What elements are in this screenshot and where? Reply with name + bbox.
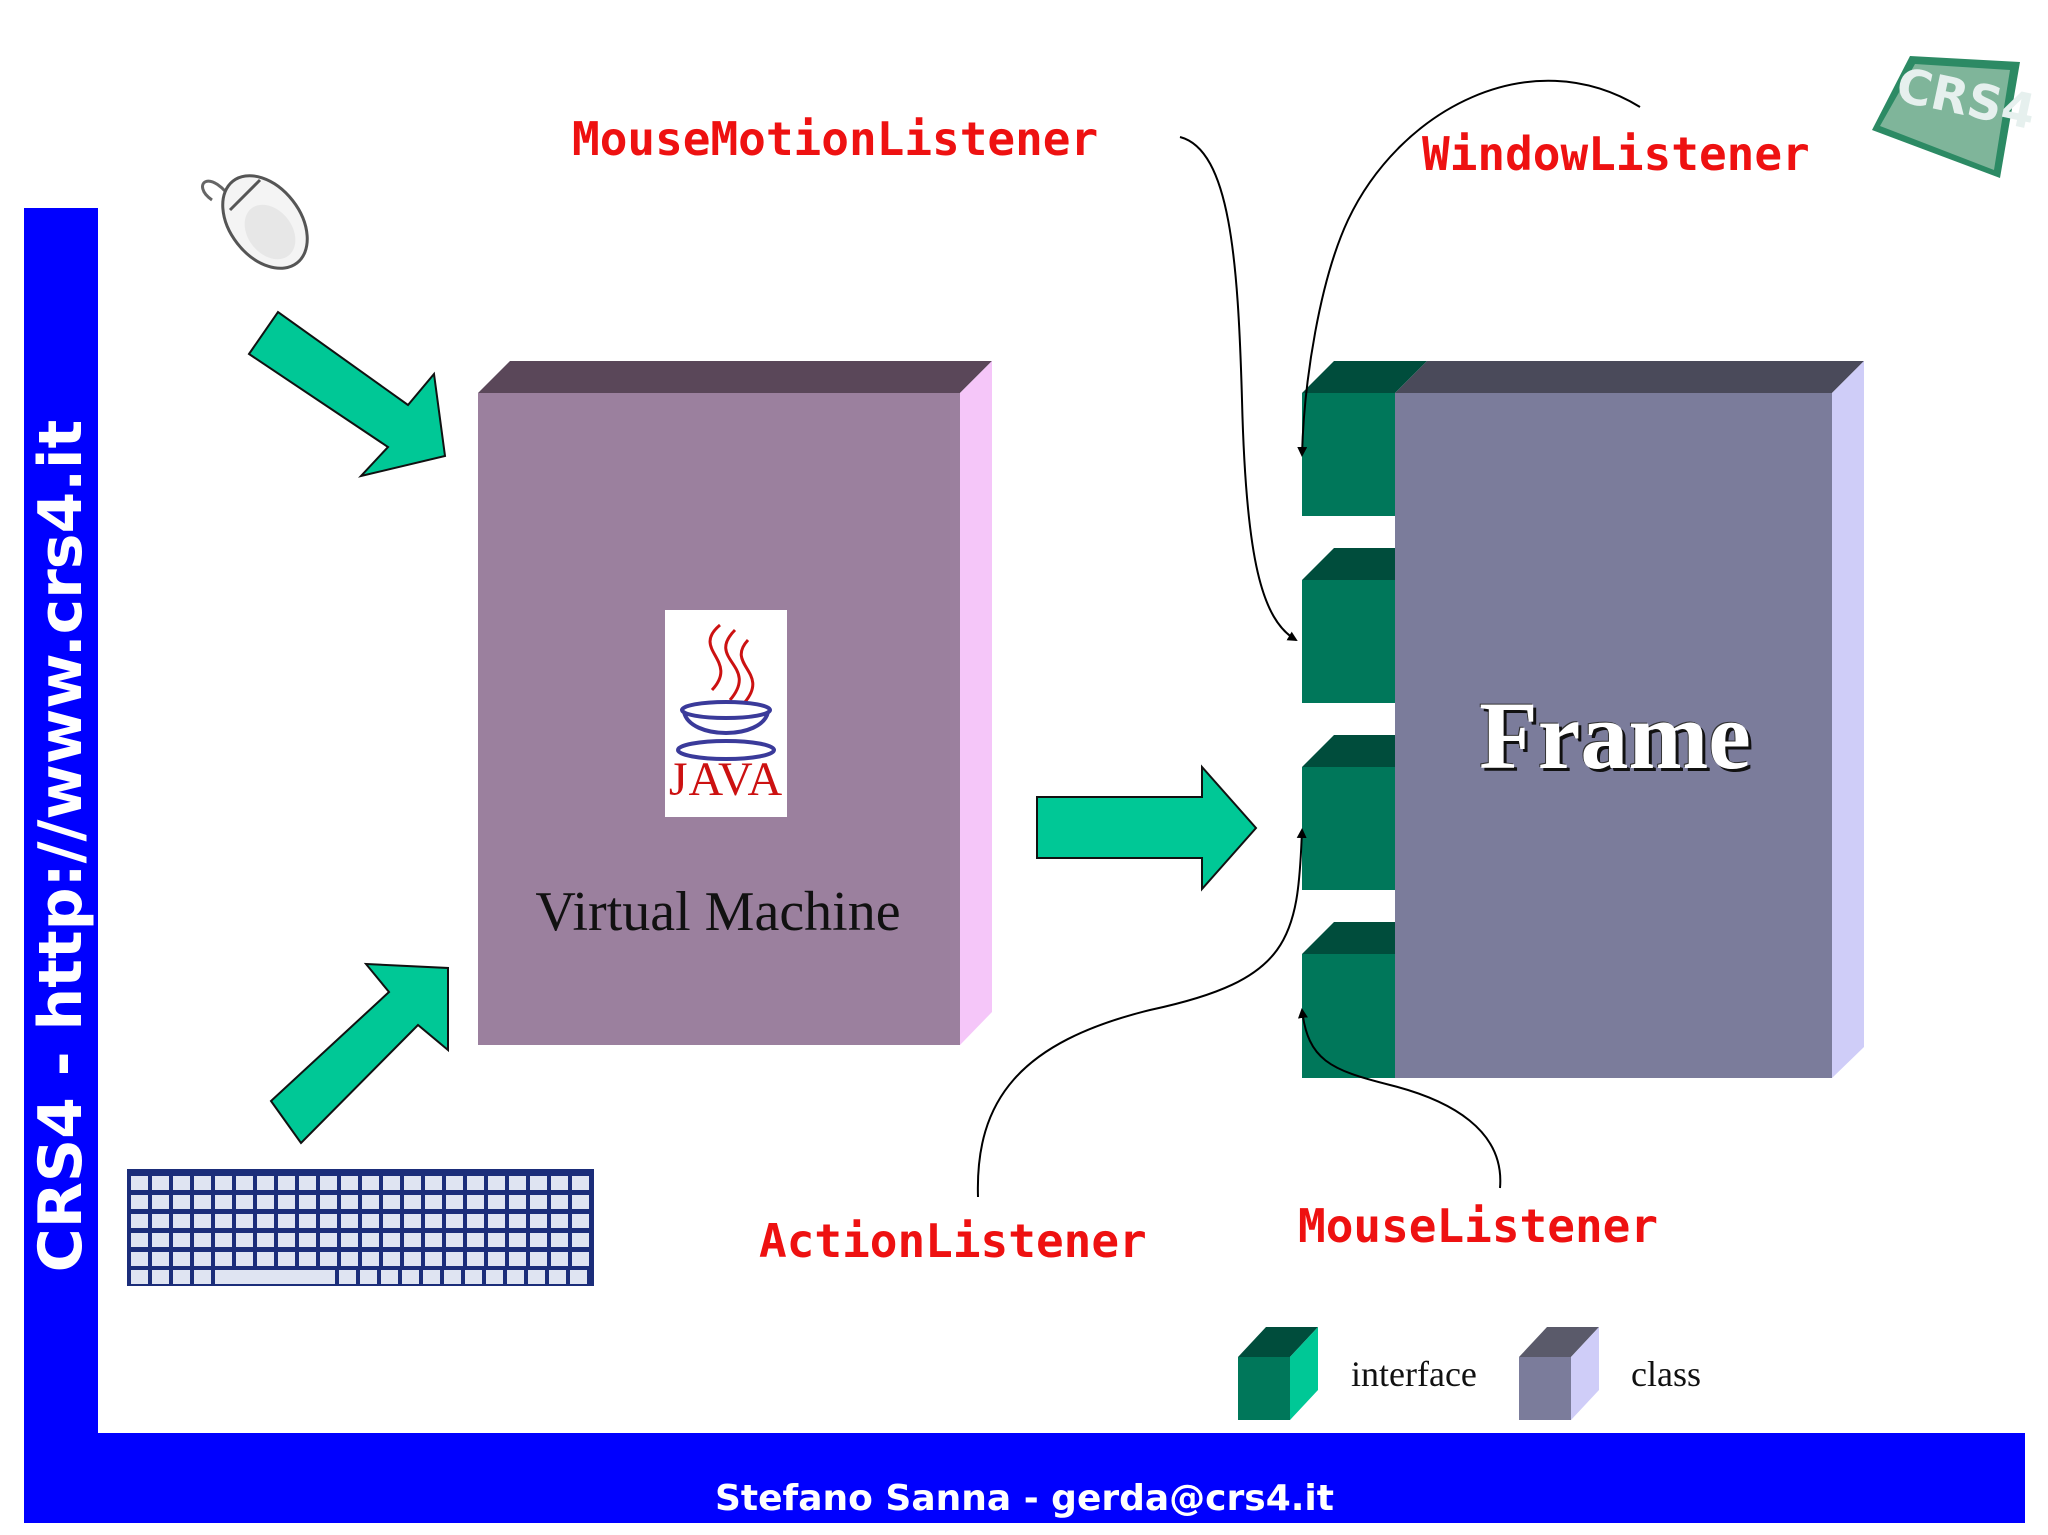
frame-label: Frame xyxy=(1479,682,1751,789)
vm-box-side xyxy=(960,361,992,1045)
footer-author-text: Stefano Sanna - gerda@crs4.it xyxy=(715,1478,1334,1519)
interface-block-2 xyxy=(1302,548,1395,703)
vm-box-top xyxy=(478,361,992,393)
connector-mouse-motion xyxy=(1179,136,1298,642)
legend-class-cube xyxy=(1519,1327,1599,1420)
java-logo-text: JAVA xyxy=(668,753,784,806)
interface-block-4 xyxy=(1302,922,1395,1078)
legend-class-label: class xyxy=(1631,1354,1701,1394)
legend-interface-label: interface xyxy=(1351,1354,1477,1394)
window-listener-label: WindowListener xyxy=(1422,127,1810,181)
connector-action xyxy=(976,828,1307,1198)
mouse-icon xyxy=(201,174,309,270)
keyboard-icon xyxy=(127,1169,594,1286)
mouse-motion-listener-label: MouseMotionListener xyxy=(572,112,1099,166)
interface-block-1 xyxy=(1302,361,1427,516)
frame-box-front xyxy=(1395,393,1832,1078)
arrow-mouse-to-vm xyxy=(247,310,447,478)
arrow-keyboard-to-vm xyxy=(269,962,449,1145)
java-logo xyxy=(665,610,787,817)
frame-box-top xyxy=(1395,361,1864,393)
mouse-listener-label: MouseListener xyxy=(1298,1199,1659,1253)
interface-block-3 xyxy=(1302,735,1395,890)
connector-window xyxy=(1297,79,1641,457)
action-listener-label: ActionListener xyxy=(759,1214,1147,1268)
frame-box xyxy=(1395,361,1864,1078)
footer-bar: Stefano Sanna - gerda@crs4.it xyxy=(24,1433,2025,1523)
crs4-logo: CRS4 xyxy=(1872,56,2040,178)
vm-label: Virtual Machine xyxy=(535,881,901,943)
arrow-vm-to-frame xyxy=(1036,764,1258,892)
frame-box-side xyxy=(1832,361,1864,1078)
sidebar-bar xyxy=(24,208,98,1523)
legend-interface-cube xyxy=(1238,1327,1318,1420)
connector-mouse xyxy=(1297,1008,1502,1189)
